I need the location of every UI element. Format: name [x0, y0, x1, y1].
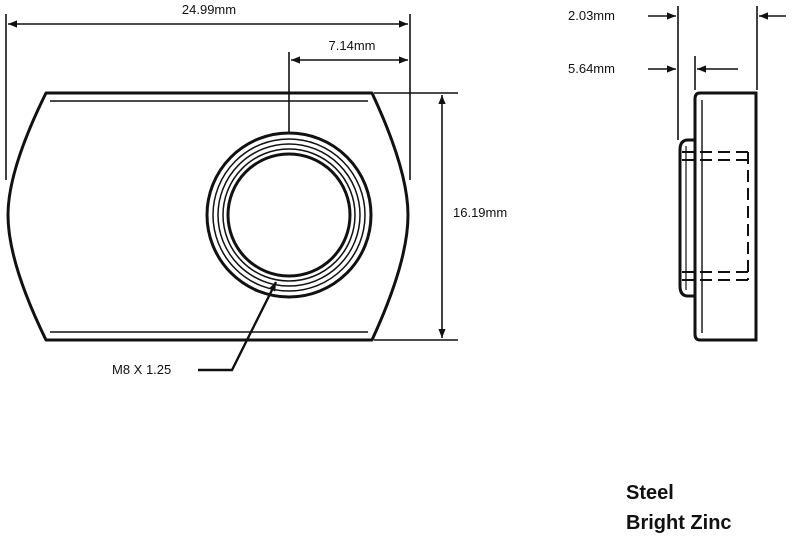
nut-front-view — [6, 91, 410, 342]
label-total-thickness: 2.03mm — [568, 8, 615, 23]
material-label: Steel — [626, 482, 674, 504]
thread-leader — [198, 281, 278, 372]
dimension-total-thickness — [648, 6, 786, 140]
finish-label: Bright Zinc — [626, 512, 732, 534]
dimension-hole-offset — [288, 52, 408, 134]
label-overall-length: 24.99mm — [182, 2, 236, 17]
label-thread: M8 X 1.25 — [112, 362, 171, 377]
label-width: 16.19mm — [453, 205, 507, 220]
nut-side-view — [678, 91, 758, 342]
dimension-overall-length — [5, 14, 411, 180]
dimension-width — [374, 92, 458, 341]
label-hole-offset: 7.14mm — [329, 38, 376, 53]
threaded-hole — [205, 131, 373, 299]
label-flange-thickness: 5.64mm — [568, 61, 615, 76]
dimension-flange-thickness — [648, 56, 738, 90]
